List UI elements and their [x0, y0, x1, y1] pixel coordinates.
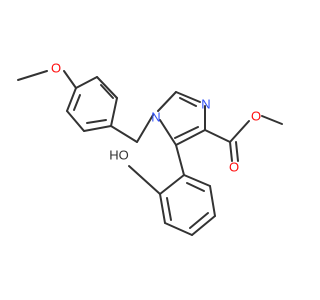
- ester-double-oxygen: O: [229, 160, 239, 175]
- n3-atom: N: [201, 97, 210, 112]
- bond: [66, 87, 77, 112]
- atom-label-o: O: [229, 160, 239, 175]
- bond: [96, 76, 118, 99]
- atom-label-ho: HO: [109, 148, 129, 163]
- hydroxyphenyl-ring: [128, 144, 216, 236]
- bond: [179, 97, 197, 107]
- bond: [175, 144, 185, 176]
- bond: [229, 141, 233, 162]
- bond: [175, 91, 201, 103]
- methoxy-oxygen: O: [51, 61, 61, 76]
- bond: [191, 215, 216, 236]
- bond: [209, 185, 216, 217]
- atom-label-o: O: [51, 61, 61, 76]
- bond: [17, 70, 48, 81]
- structure-canvas: O N N O O HO: [17, 61, 283, 236]
- imidazole-ring: [157, 91, 206, 146]
- atom-label-n: N: [151, 110, 160, 125]
- bond: [159, 193, 166, 224]
- bond: [229, 120, 250, 143]
- methoxy-group: [17, 70, 77, 89]
- bond: [157, 91, 177, 112]
- ester-single-oxygen: O: [251, 109, 261, 124]
- bond: [100, 84, 114, 99]
- bond: [66, 110, 85, 132]
- methoxyphenyl-ring: [66, 76, 118, 132]
- bond: [204, 129, 231, 143]
- bond: [128, 165, 161, 195]
- bond: [235, 141, 239, 162]
- bond: [110, 125, 138, 143]
- bond: [164, 222, 193, 236]
- bond: [136, 114, 154, 143]
- atom-label-n: N: [201, 97, 210, 112]
- bond: [159, 119, 177, 146]
- bond: [189, 212, 209, 229]
- bond: [174, 126, 199, 139]
- bond: [110, 97, 118, 127]
- bond: [175, 129, 206, 146]
- benzyl-linker: [110, 114, 154, 143]
- methyl-ester-group: [204, 115, 283, 162]
- bond: [159, 174, 185, 195]
- bond: [73, 94, 81, 111]
- bond: [186, 182, 205, 192]
- n1-atom: N: [151, 110, 160, 125]
- atom-label-o: O: [251, 109, 261, 124]
- bond: [75, 76, 98, 89]
- bond: [183, 174, 211, 187]
- hydroxy-group: HO: [109, 148, 129, 163]
- bond: [166, 197, 172, 221]
- bond: [86, 119, 107, 124]
- bond: [261, 115, 283, 125]
- chemical-structure-diagram: O N N O O HO: [17, 61, 283, 236]
- bond: [83, 125, 112, 132]
- bond: [63, 70, 77, 89]
